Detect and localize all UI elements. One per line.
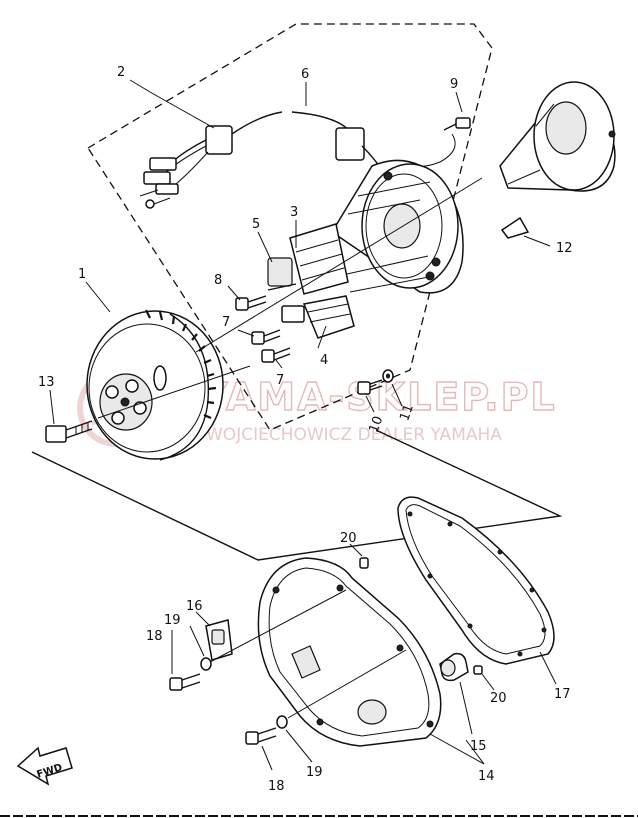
wire-harness [139, 111, 283, 209]
stator-lead-wire [291, 111, 383, 171]
stator-screw-8 [235, 295, 267, 311]
callout-18-lower: 18 [268, 779, 285, 794]
grommet-screw [403, 117, 471, 168]
forward-direction-arrow-icon: FWD [16, 746, 73, 786]
cover-bolt-18-upper [169, 673, 201, 691]
callout-20-upper: 20 [340, 531, 357, 546]
callout-18-upper: 18 [146, 629, 163, 644]
callout-3: 3 [290, 205, 298, 220]
stator-assembly [267, 159, 464, 339]
stator-screw-7b [261, 347, 291, 363]
callout-13: 13 [38, 375, 55, 390]
callout-12: 12 [556, 241, 573, 256]
callout-9: 9 [450, 77, 458, 92]
flywheel-bolt [45, 420, 93, 443]
crankcase-cover [257, 557, 442, 747]
callouts: 2 6 9 3 5 8 7 7 4 1 13 10 11 12 20 16 19… [38, 65, 573, 794]
cover-gasket [397, 496, 555, 665]
dowel-pin [439, 652, 469, 682]
callout-19-lower: 19 [306, 765, 323, 780]
callout-11: 11 [397, 402, 417, 423]
callout-1: 1 [78, 267, 86, 282]
flywheel-rotor [86, 309, 224, 461]
callout-20-lower: 20 [490, 691, 507, 706]
cover-bolt-10 [357, 379, 383, 395]
callout-4: 4 [320, 353, 328, 368]
callout-6: 6 [301, 67, 309, 82]
callout-15: 15 [470, 739, 487, 754]
watermark-sub-text: WOJCIECHOWICZ DEALER YAMAHA [206, 425, 502, 445]
callout-5: 5 [252, 217, 260, 232]
washer-19-upper [200, 657, 212, 671]
callout-7b: 7 [276, 373, 284, 388]
dowel-20-upper [359, 557, 369, 569]
washer-19-lower [276, 715, 288, 729]
callout-19-upper: 19 [164, 613, 181, 628]
callout-8: 8 [214, 273, 222, 288]
callout-14: 14 [478, 769, 495, 784]
callout-2: 2 [117, 65, 125, 80]
callout-17: 17 [554, 687, 571, 702]
callout-7a: 7 [222, 315, 230, 330]
cover-bolt-18-lower [245, 727, 277, 745]
callout-10: 10 [367, 414, 387, 435]
stator-screw-7a [251, 329, 281, 345]
crankshaft-end [499, 81, 616, 239]
washer-11 [382, 369, 394, 383]
wire-clamp [205, 619, 233, 661]
dowel-20-lower [473, 665, 483, 675]
leader-lines [49, 79, 557, 771]
callout-16: 16 [186, 599, 203, 614]
